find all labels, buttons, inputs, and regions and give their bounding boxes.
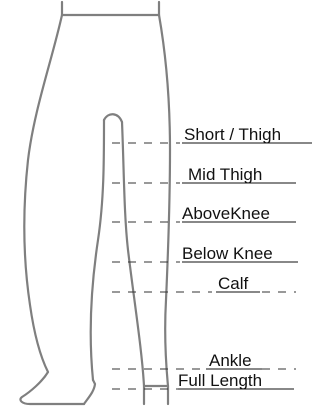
label-calf: Calf — [218, 274, 249, 293]
measurement-labels: Short / Thigh Mid Thigh AboveKnee Below … — [178, 125, 281, 390]
label-short-thigh: Short / Thigh — [184, 125, 281, 144]
right-leg-inner-edge — [122, 122, 144, 404]
label-below-knee: Below Knee — [182, 244, 273, 263]
crotch-curve — [104, 114, 122, 122]
label-ankle: Ankle — [209, 351, 252, 370]
left-foot-front — [84, 380, 95, 404]
leggings-outline — [20, 2, 170, 404]
label-full-length: Full Length — [178, 371, 262, 390]
right-leg-outer-edge — [159, 15, 170, 404]
left-leg-outer-edge — [20, 15, 84, 404]
label-above-knee: AboveKnee — [182, 204, 270, 223]
label-mid-thigh: Mid Thigh — [188, 165, 262, 184]
left-leg-inner-edge — [91, 120, 104, 380]
